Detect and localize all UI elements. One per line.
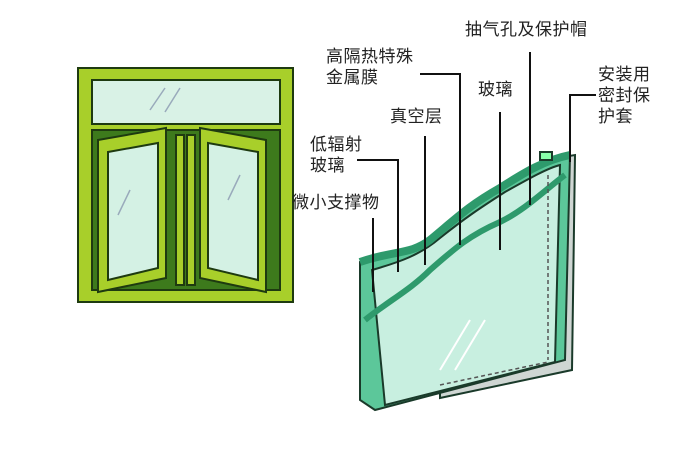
label-low-e-glass: 低辐射 玻璃: [310, 135, 363, 176]
leader-lines: [357, 52, 596, 292]
label-glass: 玻璃: [478, 80, 513, 100]
label-pump-hole: 抽气孔及保护帽: [465, 20, 588, 40]
vacuum-glass-illustration: [358, 151, 577, 412]
label-metal-film: 高隔热特殊 金属膜: [326, 47, 414, 88]
window-illustration: [77, 67, 294, 303]
label-vacuum-layer: 真空层: [390, 107, 443, 127]
label-micro-support: 微小支撑物: [292, 193, 380, 213]
label-seal-sleeve: 安装用 密封保 护套: [598, 65, 651, 127]
